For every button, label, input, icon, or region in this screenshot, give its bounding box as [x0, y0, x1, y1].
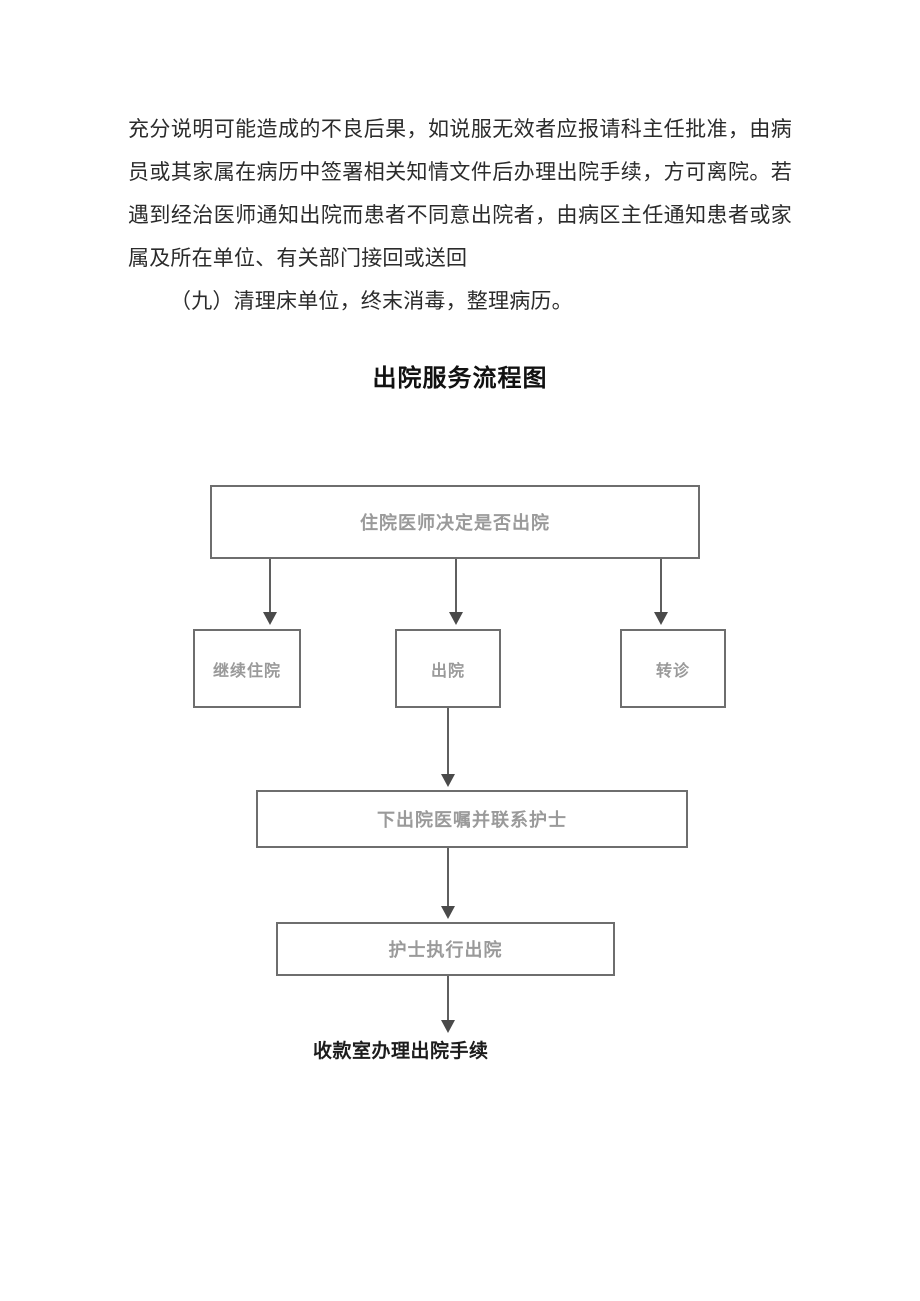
connector-discharge-to-order-arrow-icon [441, 774, 455, 787]
connector-order-to-nurse-line [447, 848, 449, 908]
paragraph-item-nine: （九）清理床单位，终末消毒，整理病历。 [170, 289, 573, 313]
flow-node-discharge[interactable]: 出院 [395, 629, 501, 708]
paragraph-continued: 充分说明可能造成的不良后果，如说服无效者应报请科主任批准，由病员或其家属在病历中… [128, 117, 792, 270]
flow-node-referral[interactable]: 转诊 [620, 629, 726, 708]
flow-node-cashier[interactable]: 收款室办理出院手续 [313, 1040, 489, 1062]
connector-nurse-to-cashier-arrow-icon [441, 1020, 455, 1033]
connector-decision-to-discharge-arrow-icon [449, 612, 463, 625]
connector-decision-to-continue-arrow-icon [263, 612, 277, 625]
connector-discharge-to-order-line [447, 708, 449, 776]
flow-node-doctor-order[interactable]: 下出院医嘱并联系护士 [256, 790, 688, 848]
flow-node-nurse-execute[interactable]: 护士执行出院 [276, 922, 615, 976]
connector-decision-to-continue-line [269, 559, 271, 615]
connector-order-to-nurse-arrow-icon [441, 906, 455, 919]
body-text-block: 充分说明可能造成的不良后果，如说服无效者应报请科主任批准，由病员或其家属在病历中… [128, 108, 792, 323]
flow-node-continue-stay[interactable]: 继续住院 [193, 629, 301, 708]
connector-nurse-to-cashier-line [447, 976, 449, 1022]
connector-decision-to-discharge-line [455, 559, 457, 615]
connector-decision-to-referral-line [660, 559, 662, 615]
page-title: 出院服务流程图 [372, 364, 548, 392]
flow-node-decision[interactable]: 住院医师决定是否出院 [210, 485, 700, 559]
connector-decision-to-referral-arrow-icon [654, 612, 668, 625]
